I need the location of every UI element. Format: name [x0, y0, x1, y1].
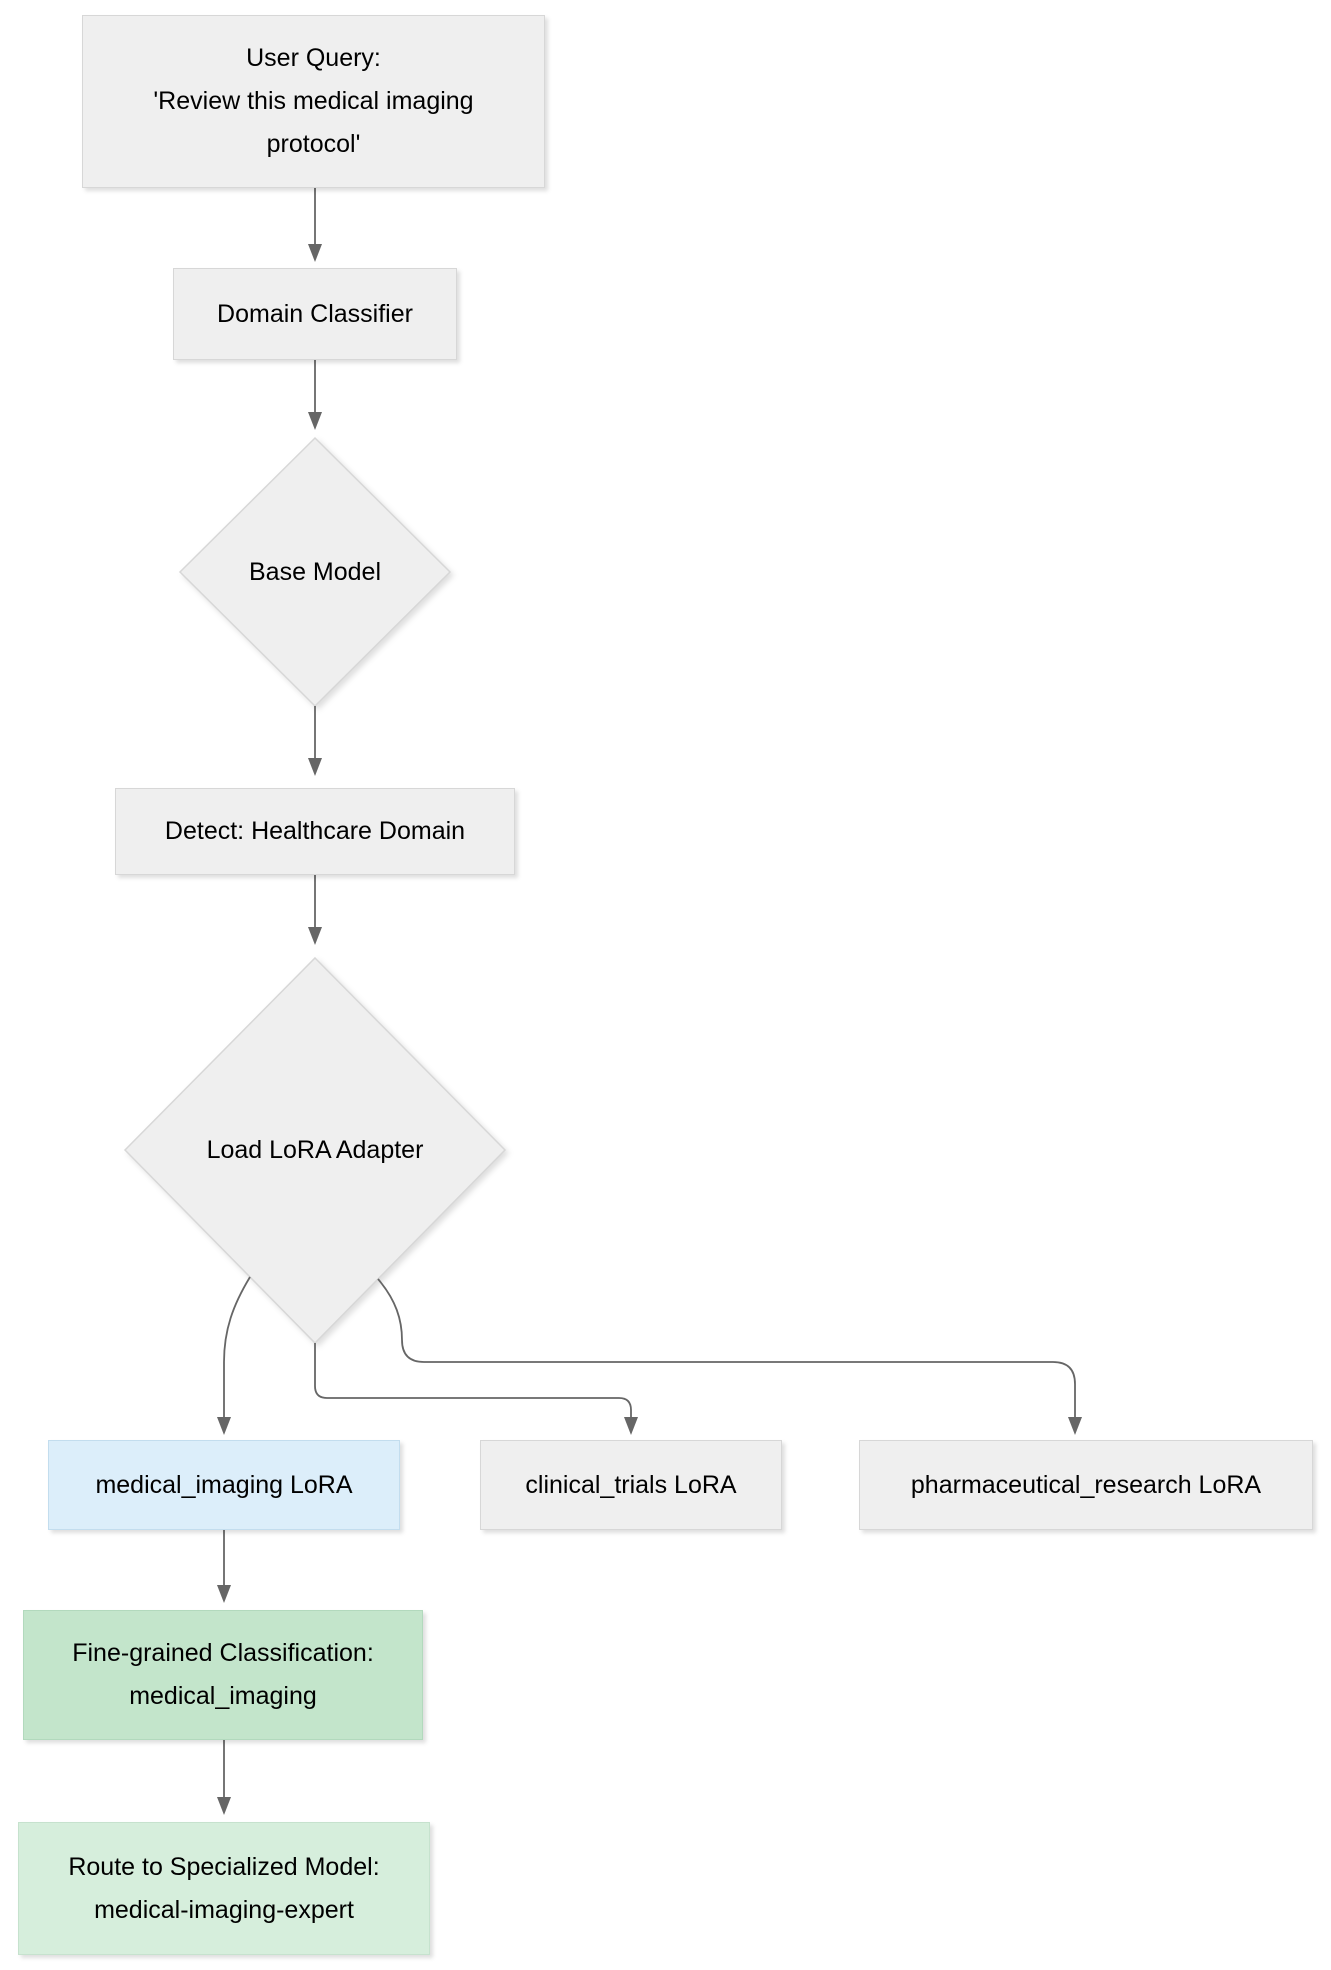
node-load-lora: Load LoRA Adapter — [125, 958, 505, 1343]
node-base-model-label: Base Model — [248, 557, 382, 586]
node-load-lora-label: Load LoRA Adapter — [206, 1136, 424, 1164]
node-route-specialized-model: Route to Specialized Model: medical-imag… — [18, 1822, 430, 1955]
node-clinical-trials-lora: clinical_trials LoRA — [480, 1440, 782, 1530]
node-pharmaceutical-research-lora: pharmaceutical_research LoRA — [859, 1440, 1313, 1530]
node-medical-imaging-lora-label: medical_imaging LoRA — [95, 1470, 353, 1499]
node-route-line1: Route to Specialized Model: — [68, 1852, 380, 1881]
node-user-query: User Query: 'Review this medical imaging… — [82, 15, 545, 188]
edge-load-lora-to-pharmaceutical — [377, 1278, 1082, 1435]
edge-load-lora-to-medical-imaging — [217, 1276, 251, 1435]
node-fine-grained-line1: Fine-grained Classification: — [72, 1639, 374, 1667]
node-base-model: Base Model — [180, 438, 450, 706]
node-domain-classifier: Domain Classifier — [173, 268, 457, 360]
node-domain-classifier-label: Domain Classifier — [217, 299, 413, 328]
node-user-query-line1: User Query: — [246, 44, 381, 72]
node-fine-grained-classification: Fine-grained Classification: medical_ima… — [23, 1610, 423, 1740]
node-pharmaceutical-research-lora-label: pharmaceutical_research LoRA — [910, 1470, 1262, 1499]
node-detect-healthcare: Detect: Healthcare Domain — [115, 788, 515, 875]
node-route-line2: medical-imaging-expert — [94, 1895, 354, 1924]
node-medical-imaging-lora: medical_imaging LoRA — [48, 1440, 400, 1530]
node-detect-healthcare-label: Detect: Healthcare Domain — [164, 817, 466, 845]
node-fine-grained-line2: medical_imaging — [129, 1682, 317, 1710]
node-user-query-line3: protocol' — [266, 130, 361, 158]
edge-load-lora-to-clinical-trials — [314, 1343, 638, 1435]
node-clinical-trials-lora-label: clinical_trials LoRA — [525, 1470, 737, 1499]
node-user-query-line2: 'Review this medical imaging — [153, 87, 474, 115]
